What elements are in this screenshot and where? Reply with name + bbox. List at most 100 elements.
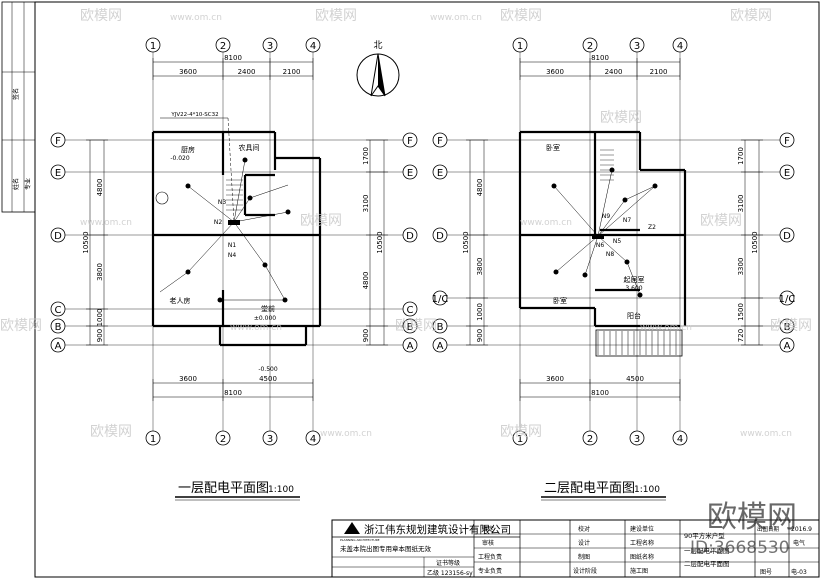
title-block: PLANNING ARCHITECTURE 浙江伟东规划建筑设计有限公司 未盖本… xyxy=(331,519,820,578)
wm-brand-4: 欧模网 xyxy=(730,8,772,24)
axis-bubble-left-F-circle xyxy=(432,132,448,148)
axis-bubble-bottom-3-circle xyxy=(262,430,278,446)
room-kitchen: 厨房 xyxy=(181,145,195,154)
axis-bubble-top-1-circle xyxy=(512,37,528,53)
axis-bubble-top-2-circle xyxy=(215,37,231,53)
axis-bubble-left-B: B xyxy=(437,322,444,333)
axis-bubble-top-3-circle xyxy=(262,37,278,53)
plan1-wire-0 xyxy=(187,185,235,223)
feeder-line xyxy=(227,117,235,223)
drawing-no-label: 图号 xyxy=(760,569,772,576)
logo-text: PLANNING ARCHITECTURE xyxy=(340,538,380,542)
axis-bubble-left-A-circle xyxy=(432,337,448,353)
wm-logo-large: 欧模网 xyxy=(707,500,797,535)
plan2-wire-0 xyxy=(553,185,599,237)
axis-bubble-bottom-4: 4 xyxy=(677,434,683,445)
plan2-wire-8 xyxy=(624,185,656,201)
room-bedroom-1: 卧室 xyxy=(546,143,560,152)
wm-brand-7: 欧模网 xyxy=(700,213,742,229)
cert-label: 证书等级 xyxy=(436,559,460,567)
axis-bubble-right-D: D xyxy=(783,231,791,242)
axis-bubble-right-B-circle xyxy=(402,318,418,334)
axis-bubble-right-C: 1/C xyxy=(779,294,796,305)
dim-right-0: 1700 xyxy=(737,147,745,165)
sidebar-box xyxy=(1,1,36,213)
wm-brand-9: 欧模网 xyxy=(395,318,437,334)
plan2-wire-5 xyxy=(584,235,599,276)
axis-bubble-left-E: E xyxy=(55,168,61,179)
level-kitchen: -0.020 xyxy=(170,155,190,162)
axis-bubble-right-C-circle xyxy=(402,301,418,317)
dim-left-3: 900 xyxy=(476,329,484,342)
plan-1-title: 一层配电平面图 xyxy=(178,481,269,496)
wire-n1: N1 xyxy=(228,242,236,249)
plan1-wire-6 xyxy=(233,211,289,223)
axis-bubble-top-4-circle xyxy=(672,37,688,53)
dim-left-3: 900 xyxy=(96,329,104,342)
washbasin-icon xyxy=(155,191,169,205)
axis-bubble-left-D: D xyxy=(436,231,444,242)
cell-owner: 建设单位 xyxy=(630,525,654,533)
axis-bubble-left-B: B xyxy=(55,322,62,333)
dim-left-total: 10500 xyxy=(462,231,470,253)
axis-bubble-bottom-4: 4 xyxy=(310,434,316,445)
dim-right-3: 1500 xyxy=(737,303,745,321)
axis-bubble-right-D-circle xyxy=(779,227,795,243)
plan-1-scale: 1:100 xyxy=(268,485,294,495)
axis-bubble-top-2: 2 xyxy=(587,41,593,52)
axis-bubble-bottom-1: 1 xyxy=(517,434,523,445)
dim-bottom-2: 4500 xyxy=(259,375,277,383)
wm-brand-5: 欧模网 xyxy=(600,110,642,126)
dim-top-1: 3600 xyxy=(546,68,564,76)
dim-bottom-total: 8100 xyxy=(224,389,242,397)
date-label: 出图日期 xyxy=(757,525,780,533)
axis-bubble-bottom-2: 2 xyxy=(587,434,593,445)
wm-site-3: www.om.cn xyxy=(80,218,132,228)
wm-brand-1: 欧模网 xyxy=(80,8,122,24)
plan2-wire-6 xyxy=(597,235,628,263)
axis-bubble-right-F: F xyxy=(407,136,413,147)
wire-n2: N2 xyxy=(214,219,222,226)
wm-brand-12: 欧模网 xyxy=(500,424,542,440)
dim-left-0: 4800 xyxy=(476,179,484,197)
axis-bubble-left-A: A xyxy=(437,341,444,352)
dim-top-2: 2400 xyxy=(238,68,256,76)
dim-right-total: 10500 xyxy=(376,231,384,253)
axis-bubble-right-F-circle xyxy=(402,132,418,148)
dim-bottom-1: 3600 xyxy=(546,375,564,383)
wm-id: ID:3668530 xyxy=(690,538,790,558)
wire-n3: N3 xyxy=(218,199,226,206)
axis-bubble-left-C-circle xyxy=(50,301,66,317)
axis-bubble-left-B-circle xyxy=(50,318,66,334)
sidebar-label-name: 姓名 xyxy=(12,178,20,190)
axis-bubble-left-A-circle xyxy=(50,337,66,353)
axis-bubble-top-2: 2 xyxy=(220,41,226,52)
axis-bubble-bottom-4-circle xyxy=(672,430,688,446)
wire-n4: N4 xyxy=(228,252,236,259)
dim-top-total: 8100 xyxy=(224,54,242,62)
axis-bubble-right-F-circle xyxy=(779,132,795,148)
level-porch: -0.500 xyxy=(258,366,278,373)
dim-bottom-1: 3600 xyxy=(179,375,197,383)
cell-jiaodui: 校对 xyxy=(578,525,590,533)
board-z2: Z2 xyxy=(648,224,656,231)
room-elder: 老人房 xyxy=(170,296,191,305)
notice: 未盖本院出图专用章本图纸无效 xyxy=(340,544,432,553)
plan2-wire-1 xyxy=(597,169,613,237)
dim-bottom-2: 4500 xyxy=(626,375,644,383)
axis-bubble-bottom-3-circle xyxy=(629,430,645,446)
plan1-wire-1 xyxy=(233,159,246,223)
sidebar-label-sign: 签名 xyxy=(12,88,20,100)
dim-right-total: 10500 xyxy=(751,231,759,253)
axis-bubble-left-F-circle xyxy=(50,132,66,148)
watermarks: 欧模网 www.om.cn 欧模网 欧模网 www.om.cn 欧模网 欧模网 … xyxy=(0,8,812,558)
drawing-name-2: 二层配电平面图 xyxy=(684,559,730,568)
dim-right-2: 3300 xyxy=(737,258,745,276)
plan-2-title: 二层配电平面图 xyxy=(544,481,635,496)
cell-zhitu: 制图 xyxy=(578,553,590,561)
wm-site-7: www.om.cn xyxy=(320,429,372,439)
plan1-wire-9 xyxy=(249,184,289,199)
